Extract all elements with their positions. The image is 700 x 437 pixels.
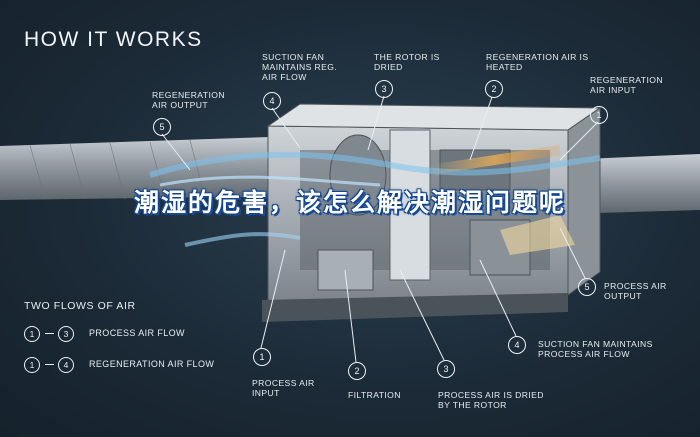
callout-regen-input-number: 1 bbox=[590, 106, 608, 124]
callout-suction-fan-process-number: 4 bbox=[508, 336, 526, 354]
callout-rotor-dried-label: THE ROTOR IS DRIED bbox=[374, 52, 440, 72]
callout-filtration-label: FILTRATION bbox=[348, 390, 401, 400]
callout-suction-fan-process-label: SUCTION FAN MAINTAINS PROCESS AIR FLOW bbox=[538, 339, 653, 359]
flow-regen-from: 1 bbox=[24, 357, 40, 373]
flow-process-to: 3 bbox=[58, 326, 74, 342]
flow-regen-name: REGENERATION AIR FLOW bbox=[89, 359, 215, 369]
callout-process-input-label: PROCESS AIR INPUT bbox=[252, 378, 315, 398]
callout-regen-heated-label: REGENERATION AIR IS HEATED bbox=[486, 52, 589, 72]
callout-process-output-number: 5 bbox=[578, 278, 596, 296]
callout-rotor-dried-number: 3 bbox=[375, 80, 393, 98]
flows-legend-title: TWO FLOWS OF AIR bbox=[24, 300, 136, 312]
callout-suction-fan-reg-number: 4 bbox=[263, 92, 281, 110]
flow-process-dash bbox=[45, 333, 54, 334]
banner-headline: 潮湿的危害，该怎么解决潮湿问题呢 bbox=[133, 188, 566, 217]
callout-filtration-number: 2 bbox=[348, 362, 366, 380]
callout-process-input-number: 1 bbox=[253, 348, 271, 366]
callout-regen-heated-number: 2 bbox=[485, 80, 503, 98]
flow-legend-process: 1 3 PROCESS AIR FLOW bbox=[24, 326, 224, 344]
callout-rotor-process-label: PROCESS AIR IS DRIED BY THE ROTOR bbox=[438, 390, 544, 410]
callout-rotor-process-number: 3 bbox=[437, 360, 455, 378]
callout-process-output-label: PROCESS AIR OUTPUT bbox=[604, 281, 667, 301]
flow-regen-to: 4 bbox=[58, 357, 74, 373]
callout-regen-output-label: REGENERATION AIR OUTPUT bbox=[152, 90, 225, 110]
callout-suction-fan-reg-label: SUCTION FAN MAINTAINS REG. AIR FLOW bbox=[262, 52, 338, 82]
left-duct bbox=[0, 136, 300, 200]
callout-regen-output-number: 5 bbox=[153, 118, 171, 136]
flow-legend-regeneration: 1 4 REGENERATION AIR FLOW bbox=[24, 357, 244, 375]
page-title: HOW IT WORKS bbox=[24, 28, 203, 51]
callout-regen-input-label: REGENERATION AIR INPUT bbox=[590, 75, 663, 95]
flow-regen-dash bbox=[45, 364, 54, 365]
flow-process-name: PROCESS AIR FLOW bbox=[89, 328, 185, 338]
flow-process-from: 1 bbox=[24, 326, 40, 342]
